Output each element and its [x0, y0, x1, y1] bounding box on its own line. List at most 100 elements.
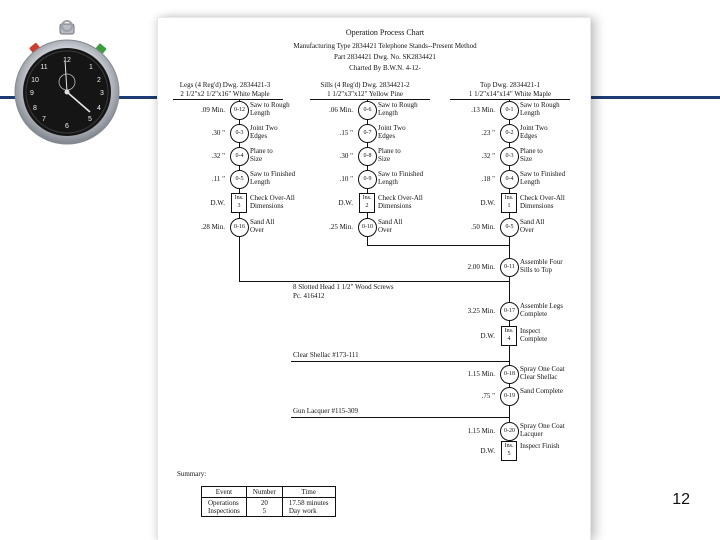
dial-number: 10 [31, 77, 39, 84]
step-time: .75 " [443, 392, 495, 400]
operation-circle: 0-6 [358, 101, 377, 120]
summary-header-event: Event [202, 487, 247, 498]
dial-number: 8 [33, 105, 37, 112]
material-screws: 8 Slotted Head 1 1/2" Wood Screws [293, 283, 394, 291]
accent-rule-right [580, 96, 720, 99]
dial-number: 4 [97, 105, 101, 112]
material-line-shellac [291, 361, 509, 362]
operation-circle: 0-17 [500, 302, 519, 321]
step-time: .13 Min. [449, 106, 495, 114]
chart-subtitle-2: Part 2834421 Dwg. No. SK2834421 [265, 53, 505, 62]
step-time: D.W. [179, 199, 225, 207]
summary-label: Summary: [177, 470, 206, 478]
step-description: Check Over-All Dimensions [250, 194, 295, 210]
dial-number: 11 [40, 64, 47, 71]
dial-number: 3 [100, 90, 104, 97]
dial-number: 1 [89, 64, 93, 71]
step-time: D.W. [307, 199, 353, 207]
dial-number: 6 [65, 123, 69, 130]
column-material-legs: 2 1/2"x2 1/2"x16" White Maple [165, 90, 285, 99]
step-time: .11 " [179, 175, 225, 183]
operation-circle: 0-10 [358, 218, 377, 237]
step-description: Inspect Complete [520, 327, 547, 343]
step-time: .50 Min. [449, 223, 495, 231]
step-time: 3.25 Min. [443, 307, 495, 315]
step-time: .32 " [449, 152, 495, 160]
inspection-box: Ins. 2 [359, 193, 375, 213]
step-description: Assemble Four Sills to Top [520, 258, 563, 274]
material-screws-part: Pc. 416412 [293, 292, 325, 300]
operation-circle: 0-3 [230, 124, 249, 143]
step-time: .15 " [307, 129, 353, 137]
operation-circle: 0-11 [500, 258, 519, 277]
step-description: Saw to Rough Length [250, 101, 290, 117]
header-underline-legs [173, 99, 283, 100]
summary-cell-event: Operations Inspections [202, 498, 247, 517]
dial-number: 7 [42, 116, 46, 123]
summary-cell-number: 20 5 [246, 498, 282, 517]
step-description: Sand Complete [520, 387, 563, 395]
step-description: Plane to Size [250, 147, 273, 163]
step-time: .23 " [449, 129, 495, 137]
step-description: Joint Two Edges [378, 124, 406, 140]
step-time: D.W. [443, 332, 495, 340]
step-description: Check Over-All Dimensions [520, 194, 565, 210]
step-time: .28 Min. [179, 223, 225, 231]
inspection-box: Ins. 1 [501, 193, 517, 213]
step-description: Check Over-All Dimensions [378, 194, 423, 210]
column-header-top: Top Dwg. 2834421-1 [445, 81, 575, 90]
operation-circle: 0-4 [230, 147, 249, 166]
step-time: .06 Min. [307, 106, 353, 114]
operation-circle: 0-5 [500, 218, 519, 237]
step-description: Assemble Legs Complete [520, 302, 563, 318]
summary-table: Event Number Time Operations Inspections… [201, 486, 336, 517]
step-description: Joint Two Edges [520, 124, 548, 140]
dial-number: 9 [30, 90, 34, 97]
chart-subtitle-1: Manufacturing Type 2834421 Telephone Sta… [225, 42, 545, 51]
column-header-sills: Sills (4 Reg'd) Dwg. 2834421-2 [295, 81, 435, 90]
step-description: Saw to Finished Length [378, 170, 423, 186]
chart-title: Operation Process Chart [295, 28, 475, 37]
operation-circle: 0-3 [500, 147, 519, 166]
step-description: Saw to Rough Length [378, 101, 418, 117]
step-time: .32 " [179, 152, 225, 160]
step-time: 1.15 Min. [443, 370, 495, 378]
step-description: Plane to Size [378, 147, 401, 163]
step-description: Sand All Over [250, 218, 274, 234]
column-material-top: 1 1/2"x14"x14" White Maple [445, 90, 575, 99]
summary-header-time: Time [282, 487, 335, 498]
step-time: .09 Min. [179, 106, 225, 114]
step-description: Sand All Over [520, 218, 544, 234]
header-underline-sills [310, 99, 430, 100]
step-description: Inspect Finish [520, 442, 559, 450]
operation-process-chart: Operation Process Chart Manufacturing Ty… [165, 18, 585, 540]
step-time: 1.15 Min. [443, 427, 495, 435]
column-header-legs: Legs (4 Reg'd) Dwg. 2834421-3 [165, 81, 285, 90]
inspection-box: Ins. 3 [231, 193, 247, 213]
page-number: 12 [672, 491, 690, 509]
operation-circle: 0-7 [358, 124, 377, 143]
step-description: Plane to Size [520, 147, 543, 163]
step-description: Saw to Rough Length [520, 101, 560, 117]
inspection-box: Ins. 5 [501, 441, 517, 461]
operation-circle: 0-4 [500, 170, 519, 189]
summary-cell-time: 17.58 minutes Day work [282, 498, 335, 517]
material-line-lacquer [291, 417, 509, 418]
step-time: .30 " [307, 152, 353, 160]
dial-number: 5 [88, 116, 92, 123]
step-time: .18 " [449, 175, 495, 183]
chart-subtitle-3: Charted By B.W.N. 4-12- [265, 64, 505, 73]
join-line-sills [367, 245, 509, 246]
operation-circle: 0-5 [230, 170, 249, 189]
step-time: .10 " [307, 175, 353, 183]
operation-circle: 0-16 [230, 218, 249, 237]
step-description: Saw to Finished Length [250, 170, 295, 186]
operation-circle: 0-19 [500, 387, 519, 406]
stopwatch-icon: 12 1 2 3 4 5 6 7 8 9 10 11 [10, 20, 125, 150]
step-time: 2.00 Min. [443, 263, 495, 271]
operation-circle: 0-20 [500, 422, 519, 441]
operation-circle: 0-9 [358, 170, 377, 189]
step-description: Joint Two Edges [250, 124, 278, 140]
step-time: .25 Min. [307, 223, 353, 231]
inspection-box: Ins. 4 [501, 326, 517, 346]
